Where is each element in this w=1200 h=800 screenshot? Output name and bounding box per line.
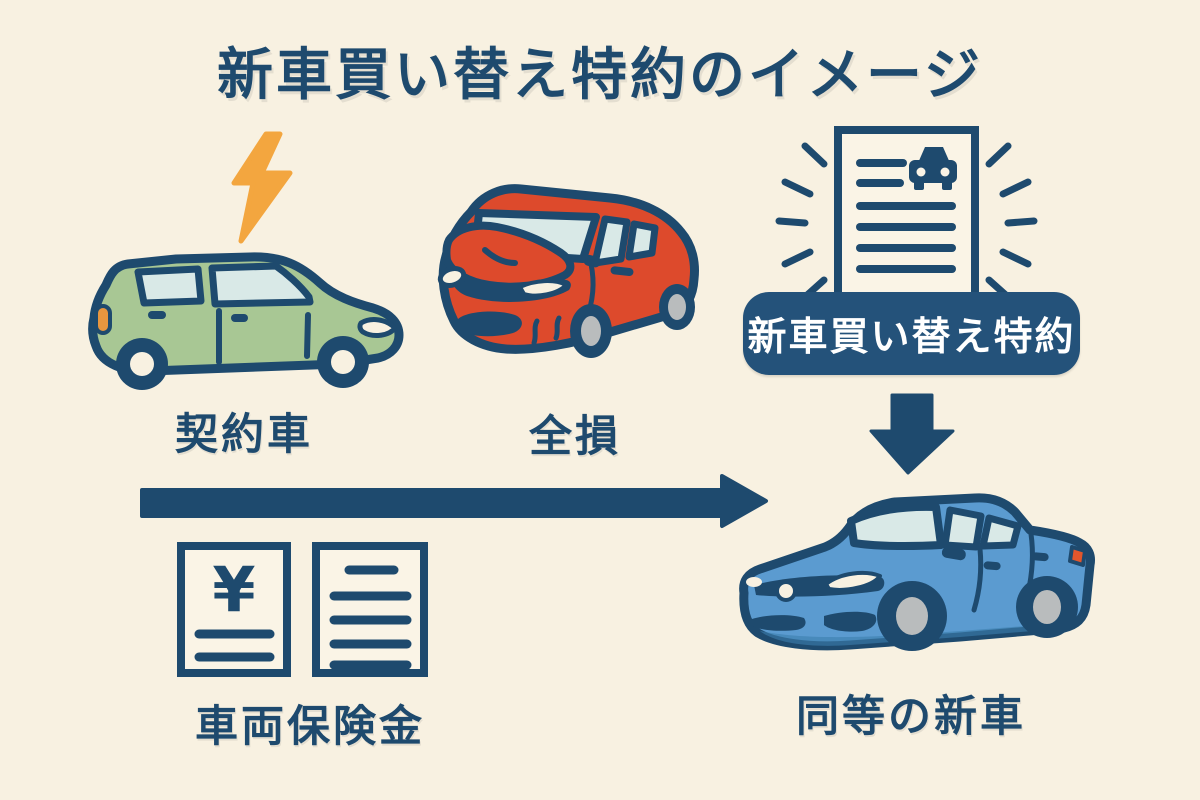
lightning-bolt-icon xyxy=(231,131,293,244)
damage-squiggle xyxy=(553,315,562,341)
document-with-car-glyph-icon xyxy=(775,126,1038,302)
headlight-swoosh xyxy=(824,570,882,592)
wheels xyxy=(570,284,695,358)
paper xyxy=(312,542,428,677)
rider-badge-label: 新車買い替え特約 xyxy=(747,315,1076,359)
side-window xyxy=(941,506,985,551)
total-loss-label: 全損 xyxy=(529,413,621,461)
block-arrow-right-icon xyxy=(140,474,768,528)
contract-car-label: 契約車 xyxy=(175,411,313,459)
door-handle xyxy=(148,311,166,319)
rear-window xyxy=(134,265,205,307)
side-window xyxy=(591,215,631,267)
paper xyxy=(177,542,291,677)
crumpled-hood xyxy=(442,221,575,291)
bumper-inset xyxy=(824,611,877,632)
headlight xyxy=(437,266,467,288)
blue-sedan-icon xyxy=(739,493,1095,651)
wheels xyxy=(877,576,1078,651)
side-window xyxy=(625,220,659,261)
door-handle xyxy=(983,561,1001,571)
page-title: 新車買い替え特約のイメージ xyxy=(217,43,983,106)
bumper-highlight xyxy=(518,279,568,298)
door-seam xyxy=(304,312,311,359)
document-with-lines-icon xyxy=(312,542,428,677)
headlight xyxy=(357,317,398,338)
door-handle xyxy=(610,266,634,276)
windshield xyxy=(847,502,945,551)
side-window xyxy=(979,514,1022,550)
grille-damage xyxy=(455,311,522,337)
door-handle xyxy=(231,314,248,322)
hood-crease xyxy=(482,247,518,266)
damage-squiggle xyxy=(531,318,540,346)
yen-symbol: ¥ xyxy=(212,553,255,626)
block-arrow-down-icon xyxy=(869,393,955,475)
text-lines xyxy=(329,565,412,670)
text-lines xyxy=(194,629,275,662)
new-car-label: 同等の新車 xyxy=(796,693,1026,741)
rider-badge: 新車買い替え特約 xyxy=(743,292,1080,375)
red-crashed-car-icon xyxy=(437,184,699,358)
headlight xyxy=(746,577,762,587)
bumper-inset xyxy=(752,615,806,631)
side-mirror xyxy=(583,254,601,268)
green-car-side-icon xyxy=(88,252,404,390)
tail-marker xyxy=(94,304,112,335)
side-mirror xyxy=(941,546,966,561)
radiating-lines-right xyxy=(985,142,1038,301)
payout-label: 車両保険金 xyxy=(195,703,425,751)
door-seam xyxy=(971,546,984,613)
radiating-lines-left xyxy=(775,142,828,301)
car-glyph-icon xyxy=(909,147,957,190)
policy-text-lines xyxy=(856,159,956,273)
door-handle xyxy=(1031,552,1049,562)
document-with-yen-icon: ¥ xyxy=(177,542,291,677)
tail-light xyxy=(1068,545,1087,567)
wheels xyxy=(116,336,369,390)
emblem xyxy=(775,580,797,602)
front-window xyxy=(208,262,314,308)
